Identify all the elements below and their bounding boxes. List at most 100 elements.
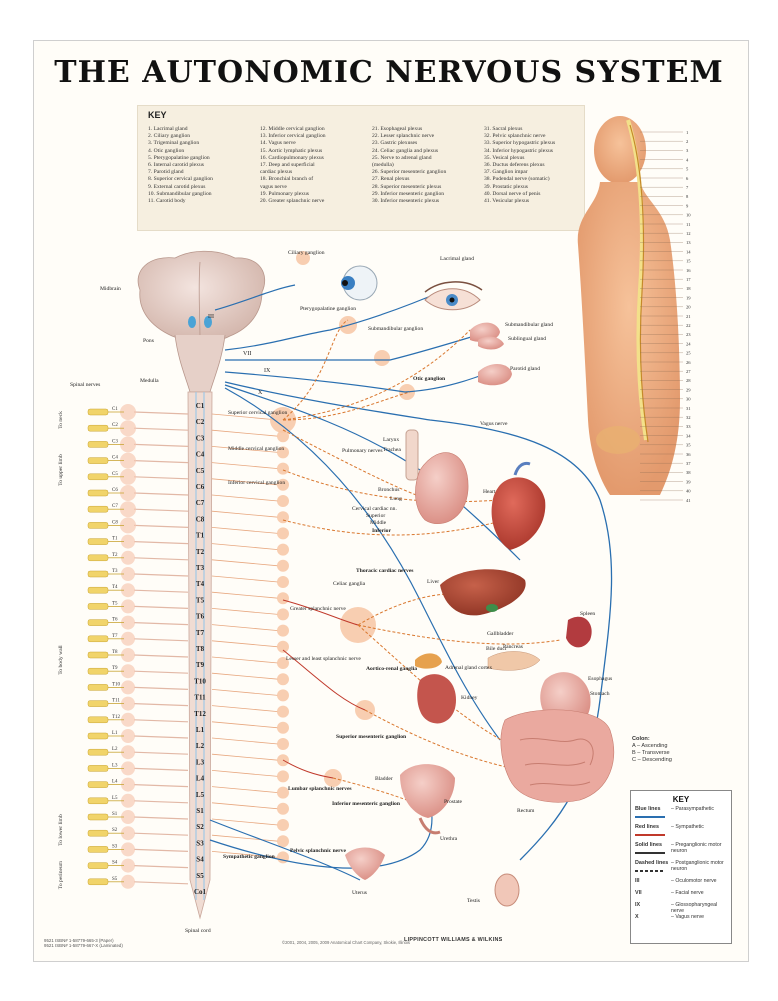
label-spleen: Spleen: [580, 611, 595, 617]
sympathetic-chain: [211, 251, 415, 864]
stomach-intestines: [500, 672, 614, 803]
label-vagus-nerve: Vagus nerve: [480, 421, 508, 427]
spinal-nerve-L2: [133, 751, 189, 755]
chain-ramus: [211, 786, 279, 793]
spinal-nerve-label-T6: T6: [112, 618, 118, 623]
spinal-nerve-ganglion: [121, 810, 135, 824]
spinal-nerve-C2: [133, 427, 189, 431]
label-thoracic-cardiac-nerves: Thoracic cardiac nerves: [356, 568, 414, 574]
legend-row-text: – Sympathetic: [671, 824, 704, 830]
spinal-nerve-root: [87, 829, 109, 837]
key-entry: 35. Vesical plexus: [484, 154, 525, 161]
label-bronchus: Bronchus: [378, 487, 399, 493]
label-superior-cervical-ganglion: Superior cervical ganglion: [228, 410, 288, 416]
spinal-nerve-ganglion: [121, 680, 135, 695]
chain-ramus: [211, 753, 279, 761]
chain-ramus: [211, 591, 279, 599]
label-stomach: Stomach: [590, 691, 610, 697]
label-pulmonary-nerves: Pulmonary nerves: [342, 448, 383, 454]
spinal-nerve-S3: [133, 848, 189, 852]
figure-number: 35: [686, 443, 691, 448]
diagram-labels: Midbrain Pons Medulla Spinal nerves Spin…: [70, 250, 612, 934]
isbn-paper: 9521 ISBN# 1-58779-665-3 (Paper): [44, 938, 114, 943]
spinal-level-T8: T8: [196, 645, 205, 653]
spinal-nerve-ganglion: [121, 842, 135, 857]
spinal-nerve-root: [87, 570, 109, 578]
spinal-level-labels: C1C2C3C4C5C6C7C8T1T2T3T4T5T6T7T8T9T10T11…: [194, 402, 207, 896]
spinal-nerve-label-L2: L2: [112, 747, 118, 752]
chain-ramus: [211, 672, 279, 680]
legend-row-label: Red lines: [635, 824, 659, 830]
spinal-nerve-label-C8: C8: [112, 520, 118, 525]
spinal-nerve-C5: [133, 476, 189, 480]
spinal-level-T2: T2: [196, 548, 205, 556]
spinal-level-T9: T9: [196, 661, 205, 669]
spinal-nerve-ganglion: [120, 404, 136, 420]
figure-number: 11: [686, 222, 691, 227]
label-gallbladder: Gallbladder: [487, 631, 514, 637]
spinal-level-L1: L1: [196, 726, 205, 734]
legend-row: III– Oculomotor nerve: [631, 876, 731, 888]
figure-number: 7: [686, 185, 689, 190]
spinal-nerve-root: [87, 748, 109, 756]
spinal-nerve-ganglion: [120, 436, 136, 453]
spinal-nerve-root: [87, 441, 109, 448]
legend-row: VII– Facial nerve: [631, 888, 731, 900]
uterus: [345, 847, 385, 880]
key-entry: 14. Vagus nerve: [260, 140, 296, 147]
figure-number: 30: [686, 397, 691, 402]
figure-number: 40: [686, 489, 691, 494]
legend-line-swatch: [635, 870, 665, 872]
spinal-nerve-T8: [133, 654, 189, 658]
adrenal-and-kidney: [415, 653, 456, 724]
label-sublingual-gland: Sublingual gland: [508, 336, 546, 342]
label-celiac-ganglia: Celiac ganglia: [333, 581, 366, 587]
key-entry: 33. Superior hypogastric plexus: [484, 140, 556, 147]
spinal-nerve-C8: [133, 524, 189, 528]
spinal-level-C6: C6: [196, 483, 205, 491]
legend-row: Dashed lines– Postganglionic motor neuro…: [631, 858, 731, 876]
key-entry: 3. Trigeminal ganglion: [148, 140, 200, 147]
figure-number: 3: [686, 148, 689, 153]
spinal-nerve-label-L4: L4: [112, 780, 118, 785]
bladder-prostate: [400, 764, 455, 835]
label-esophagus: Esophagus: [588, 676, 612, 682]
legend-row-label: VII: [635, 890, 642, 896]
key-entry: 13. Inferior cervical ganglion: [260, 133, 326, 140]
figure-number: 19: [686, 295, 691, 300]
key-entry: 36. Ductus deferens plexus: [484, 162, 545, 169]
figure-number: 26: [686, 360, 691, 365]
chain-ganglion: [277, 430, 289, 443]
label-bladder: Bladder: [375, 776, 393, 782]
spinal-nerve-C6: [133, 492, 189, 496]
chain-ramus: [211, 770, 279, 777]
label-testis: Testis: [467, 898, 480, 904]
spinal-nerve-S2: [133, 832, 189, 836]
key-entry: 19. Pulmonary plexus: [260, 190, 309, 197]
colon-key: Colon: A – Ascending B – Transverse C – …: [632, 736, 672, 764]
spinal-nerve-root: [87, 716, 109, 724]
chain-ganglion: [277, 721, 289, 734]
spinal-nerve-ganglion: [120, 501, 136, 518]
figure-number: 34: [686, 433, 691, 438]
legend-row-text: – Oculomotor nerve: [671, 878, 717, 884]
key-entry: 28. Superior mesenteric plexus: [372, 183, 442, 190]
spinal-nerve-root: [87, 813, 109, 821]
figure-number: 29: [686, 387, 691, 392]
key-entry: 40. Dorsal nerve of penis: [484, 190, 541, 197]
chain-ramus: [211, 640, 279, 648]
figure-number: 9: [686, 203, 689, 208]
chain-ramus: [211, 413, 279, 421]
spinal-level-L5: L5: [196, 791, 205, 799]
spinal-level-C8: C8: [196, 515, 205, 523]
legend-row-text: – Postganglionic motor neuron: [671, 860, 724, 873]
figure-number: 13: [686, 240, 691, 245]
nerve-pathways: [209, 284, 613, 881]
spinal-nerve-ganglion: [121, 874, 135, 889]
label-larynx: Larynx: [383, 437, 399, 443]
figure-number: 27: [686, 369, 691, 374]
spinal-nerve-label-S3: S3: [112, 844, 118, 849]
spinal-nerve-S4: [133, 865, 189, 869]
